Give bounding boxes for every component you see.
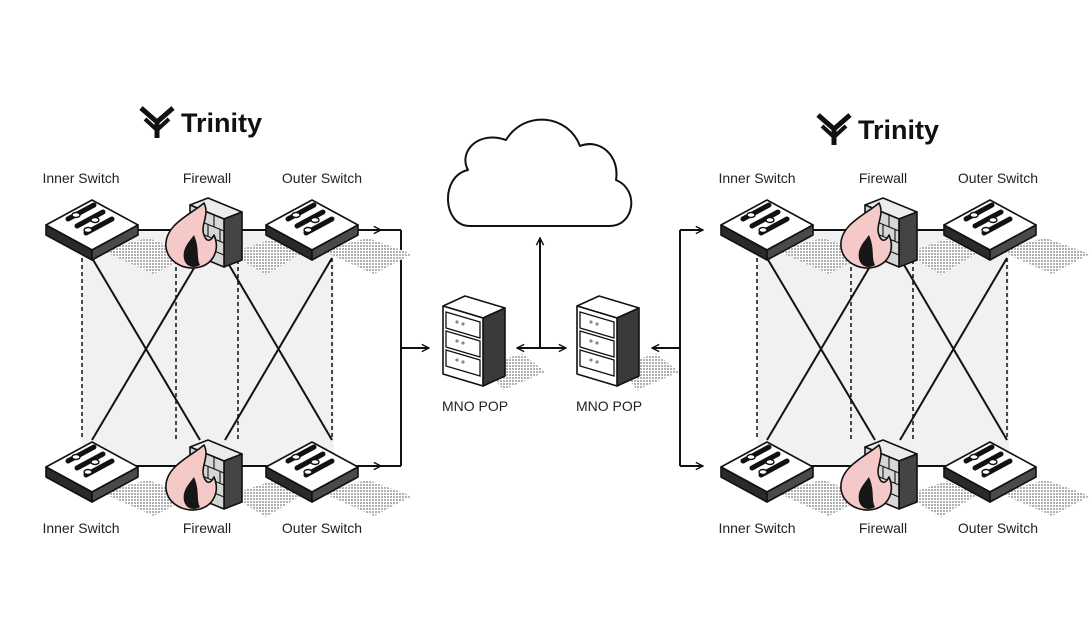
firewall-label: Firewall	[183, 520, 231, 536]
trinity-logo-icon	[141, 108, 173, 138]
outer-switch-label: Outer Switch	[958, 170, 1038, 186]
brand-name: Trinity	[181, 108, 262, 138]
inner-switch-label: Inner Switch	[42, 170, 119, 186]
brand-name: Trinity	[858, 115, 939, 145]
inner-switch-label: Inner Switch	[718, 170, 795, 186]
outer-switch-label: Outer Switch	[282, 170, 362, 186]
redundancy-zone	[82, 230, 334, 466]
site-left: Trinity Inner Switch Firewall	[42, 108, 429, 536]
mno-pop-label: MNO POP	[442, 398, 508, 414]
firewall-label: Firewall	[859, 520, 907, 536]
outer-switch-label: Outer Switch	[282, 520, 362, 536]
mno-pop-label: MNO POP	[576, 398, 642, 414]
trinity-logo-icon	[818, 115, 850, 145]
cloud-icon	[447, 118, 633, 227]
server-rack-icon	[442, 295, 546, 391]
core-network: MNO POP MNO POP	[442, 118, 680, 414]
server-rack-icon	[576, 295, 680, 391]
firewall-label: Firewall	[859, 170, 907, 186]
site-right: Trinity Inner Switch Firewall Outer Swit…	[652, 115, 1090, 536]
outer-switch-label: Outer Switch	[958, 520, 1038, 536]
firewall-label: Firewall	[183, 170, 231, 186]
inner-switch-label: Inner Switch	[42, 520, 119, 536]
redundancy-zone	[757, 230, 1009, 466]
inner-switch-label: Inner Switch	[718, 520, 795, 536]
